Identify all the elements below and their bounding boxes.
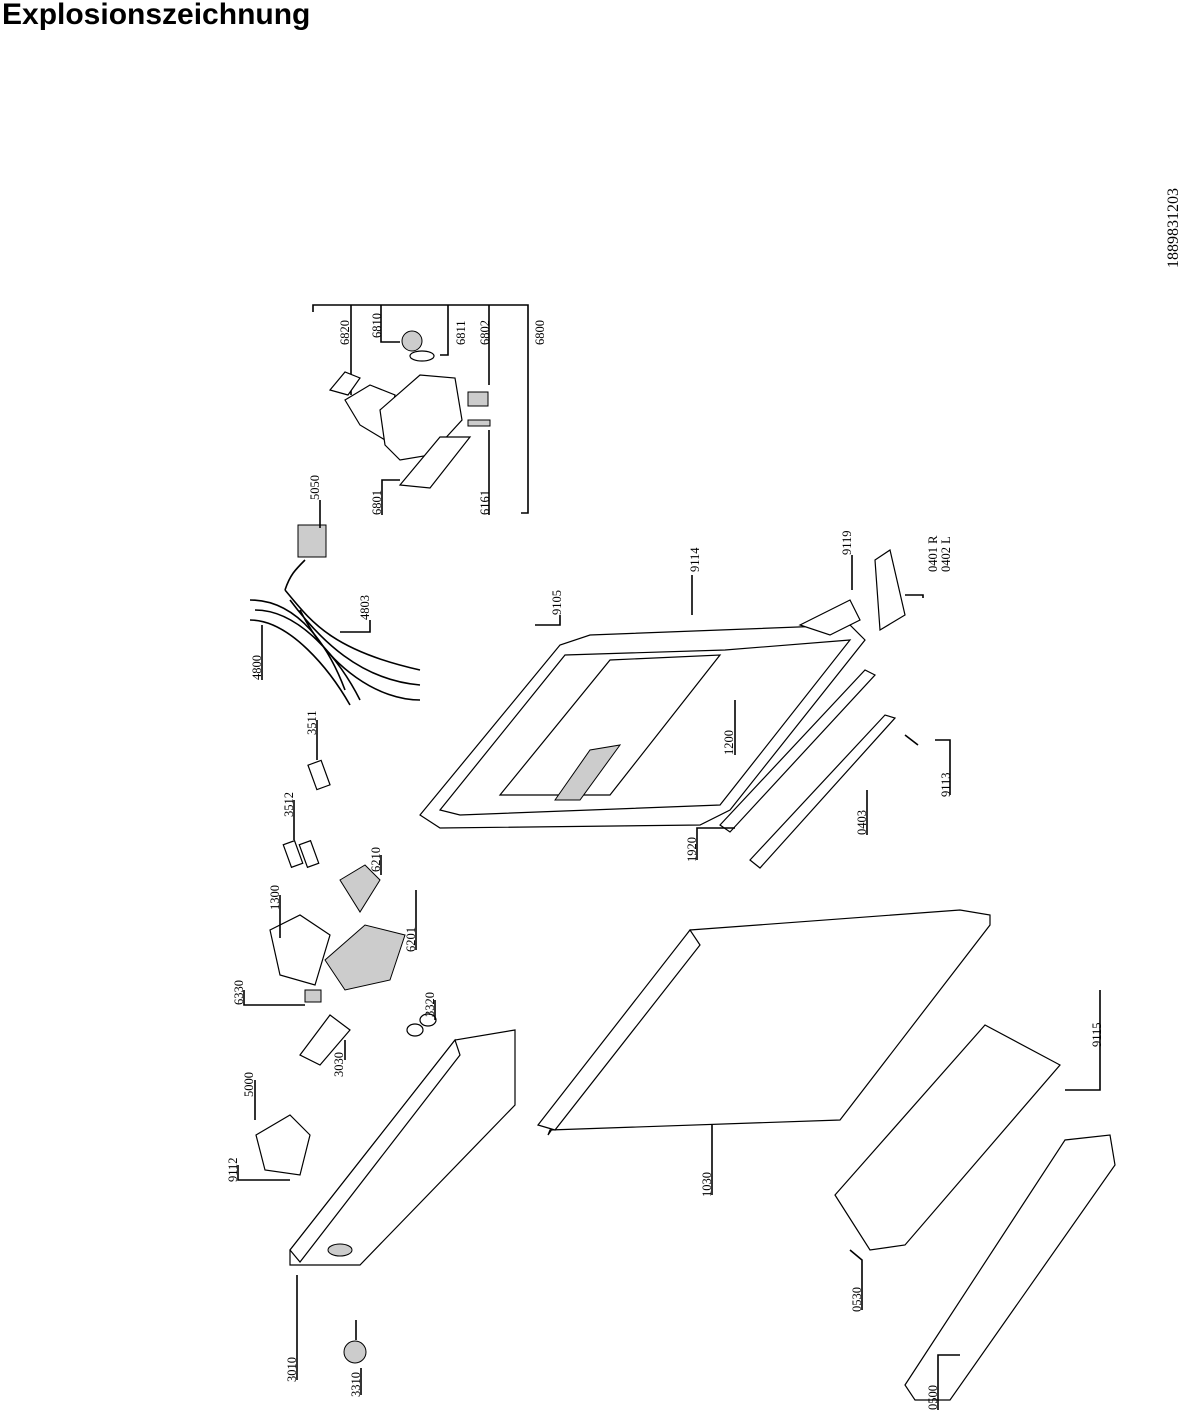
- control-panel-3010: [289, 1029, 516, 1266]
- document-number: 1889831203: [1165, 188, 1181, 268]
- label-0401R: 0401 R: [926, 535, 940, 572]
- small-parts: [255, 759, 437, 1364]
- label-3030: 3030: [332, 1052, 346, 1077]
- kickplate-0500: [904, 1134, 1116, 1410]
- label-3512: 3512: [282, 792, 296, 817]
- plinth-0530: [834, 990, 1101, 1310]
- label-3320: 3320: [423, 992, 437, 1017]
- label-0500: 0500: [926, 1385, 940, 1410]
- label-3511: 3511: [305, 710, 319, 735]
- part-labels: 6820 6810 6811 6802 6800 5050 6801 6161 …: [226, 313, 1104, 1410]
- label-6800: 6800: [533, 320, 547, 345]
- label-9105: 9105: [550, 590, 564, 615]
- label-1300: 1300: [268, 885, 282, 910]
- label-6201: 6201: [404, 927, 418, 952]
- label-1030: 1030: [700, 1172, 714, 1197]
- control-module-6820: [328, 330, 491, 489]
- harness-4800: [249, 500, 421, 706]
- label-5000: 5000: [242, 1072, 256, 1097]
- label-9112: 9112: [226, 1157, 240, 1182]
- leader-lines: [237, 720, 436, 1395]
- label-6801: 6801: [370, 490, 384, 515]
- label-6802: 6802: [478, 320, 492, 345]
- label-9115: 9115: [1090, 1022, 1104, 1047]
- label-6210: 6210: [369, 847, 383, 872]
- label-5050: 5050: [308, 475, 322, 500]
- label-9114: 9114: [688, 547, 702, 572]
- page-title: Explosionszeichnung: [2, 0, 311, 31]
- label-3310: 3310: [349, 1372, 363, 1397]
- label-3010: 3010: [285, 1357, 299, 1382]
- label-6811: 6811: [454, 320, 468, 345]
- label-0403: 0403: [855, 810, 869, 835]
- label-6820: 6820: [338, 320, 352, 345]
- label-0402L: 0402 L: [939, 536, 953, 572]
- label-0530: 0530: [850, 1287, 864, 1312]
- assembly-6800-bracket: [312, 304, 529, 515]
- label-4803: 4803: [358, 595, 372, 620]
- label-9119: 9119: [840, 530, 854, 555]
- outer-door-1030: [536, 909, 991, 1195]
- label-6330: 6330: [232, 980, 246, 1005]
- label-9113: 9113: [939, 772, 953, 797]
- label-6161: 6161: [478, 490, 492, 515]
- inner-door-1200: [419, 549, 951, 869]
- label-4800: 4800: [250, 655, 264, 680]
- label-1920: 1920: [685, 837, 699, 862]
- label-6810: 6810: [370, 313, 384, 338]
- label-1200: 1200: [722, 730, 736, 755]
